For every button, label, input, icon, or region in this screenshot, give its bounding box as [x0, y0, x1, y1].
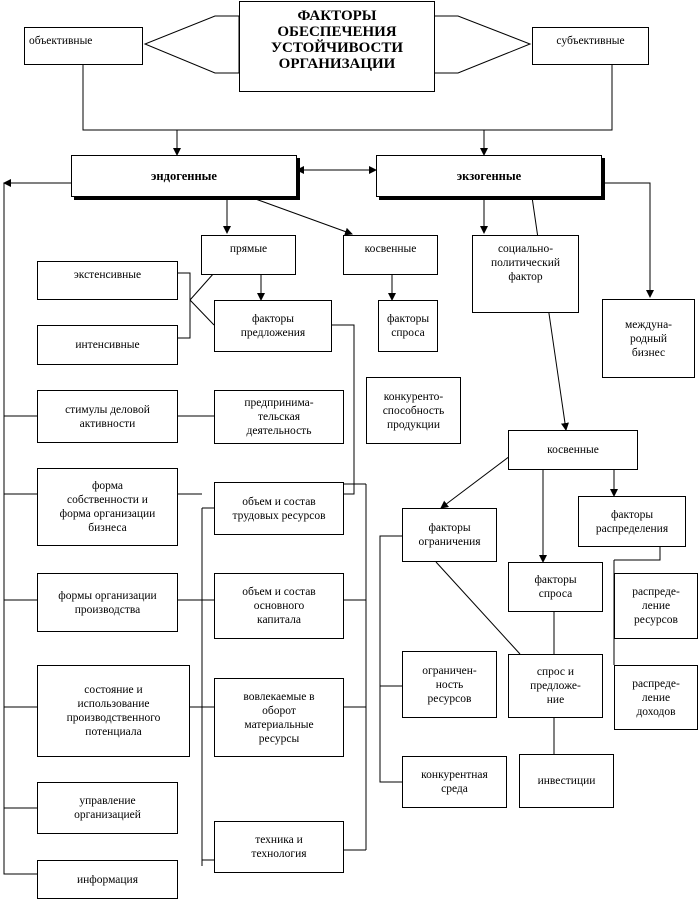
- indirect-exo-box: косвенные: [508, 430, 638, 470]
- information-box: информация: [37, 860, 178, 899]
- competitive-env-box: конкурентная среда: [402, 756, 507, 808]
- supply-demand-box: спрос и предложе- ние: [508, 654, 603, 718]
- fixed-capital-box: объем и состав основного капитала: [214, 573, 344, 639]
- business-stimuli-box: стимулы деловой активности: [37, 390, 178, 443]
- objective-box: объективные: [24, 27, 143, 65]
- title-box: ФАКТОРЫ ОБЕСПЕЧЕНИЯ УСТОЙЧИВОСТИ ОРГАНИЗ…: [239, 1, 435, 92]
- indirect-endo-box: косвенные: [343, 235, 438, 275]
- production-forms-box: формы организации производства: [37, 573, 178, 632]
- resource-distribution-box: распреде- ление ресурсов: [614, 573, 698, 639]
- ownership-form-box: форма собственности и форма организации …: [37, 468, 178, 546]
- investments-box: инвестиции: [519, 754, 614, 808]
- distribution-factors-box: факторы распределения: [578, 496, 686, 547]
- intensive-box: интенсивные: [37, 325, 178, 365]
- labor-resources-box: объем и состав трудовых ресурсов: [214, 482, 344, 535]
- supply-factors-box: факторы предложения: [214, 300, 332, 352]
- international-business-box: междуна- родный бизнес: [602, 299, 695, 378]
- extensive-box: экстенсивные: [37, 261, 178, 300]
- management-box: управление организацией: [37, 782, 178, 834]
- demand-factors-exo-box: факторы спроса: [508, 562, 603, 612]
- hollow-arrow-left: [143, 15, 240, 74]
- hollow-arrow-right: [433, 15, 532, 74]
- socio-political-box: социально- политический фактор: [472, 235, 579, 313]
- entrepreneurial-box: предпринима- тельская деятельность: [214, 390, 344, 444]
- competitiveness-box: конкуренто- способность продукции: [366, 377, 461, 444]
- demand-factors-endo-box: факторы спроса: [378, 300, 438, 352]
- limited-resources-box: ограничен- ность ресурсов: [402, 651, 497, 718]
- constraint-factors-box: факторы ограничения: [402, 508, 497, 562]
- production-potential-box: состояние и использование производственн…: [37, 665, 190, 757]
- direct-box: прямые: [201, 235, 296, 275]
- material-resources-box: вовлекаемые в оборот материальные ресурс…: [214, 678, 344, 757]
- technology-box: техника и технология: [214, 821, 344, 873]
- exogenous-box: экзогенные: [376, 155, 602, 197]
- endogenous-box: эндогенные: [71, 155, 297, 197]
- income-distribution-box: распреде- ление доходов: [614, 665, 698, 730]
- subjective-box: субъективные: [532, 27, 649, 65]
